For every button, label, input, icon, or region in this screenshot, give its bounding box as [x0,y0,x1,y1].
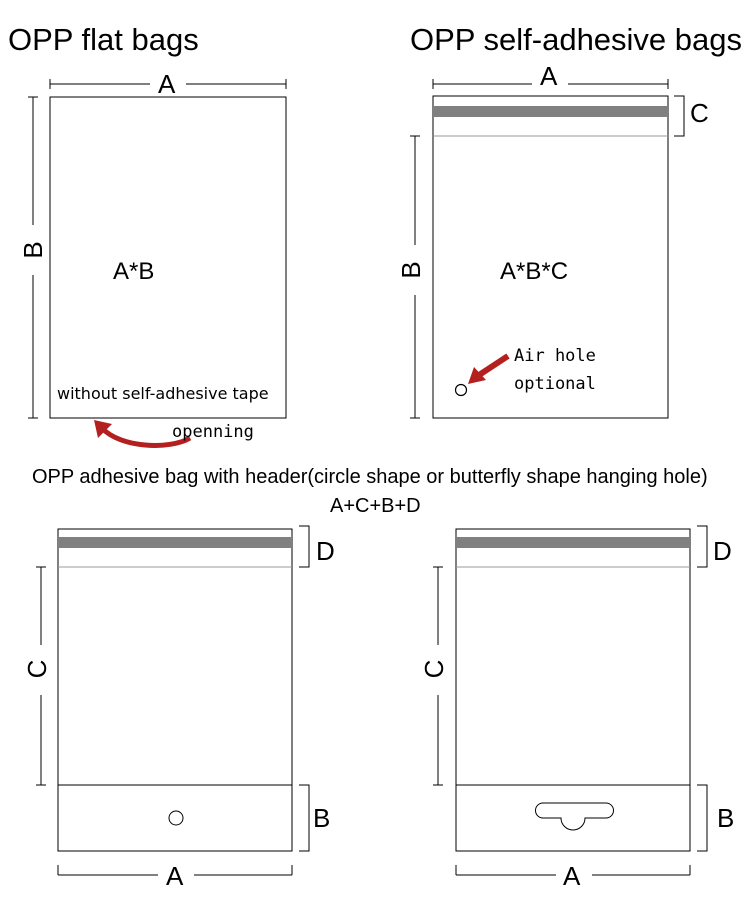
self-adhesive-height-label: B [396,261,426,278]
air-hole-optional-label: optional [514,374,596,394]
header-bag-circle-flap-dimension [299,525,310,568]
header-bag-circle-flap-label: D [316,536,335,566]
header-bag-formula: A+C+B+D [330,495,421,517]
header-bag-circle-strip [58,537,292,548]
title-self-adhesive-bags: OPP self-adhesive bags [410,22,742,57]
self-adhesive-height-dimension [410,135,420,419]
air-hole-icon [454,383,468,397]
opening-label: openning [172,422,254,442]
header-bag-butterfly-flap-dimension [697,525,708,568]
adhesive-strip [433,106,668,117]
opening-arrow [100,426,192,448]
header-bag-butterfly-outline [455,528,691,852]
circle-hanging-hole-icon [168,810,184,826]
header-bag-butterfly-width-label: A [563,861,581,891]
butterfly-hanging-hole-icon [535,802,614,831]
header-bag-butterfly-header-label: B [717,803,734,833]
header-bag-butterfly-header-dimension [697,784,708,852]
self-adhesive-formula: A*B*C [500,258,568,285]
self-adhesive-width-label: A [540,61,558,91]
header-bag-butterfly-height-label: C [419,660,449,679]
header-bag-circle-width-label: A [166,861,184,891]
header-bag-butterfly-strip [456,537,690,548]
self-adhesive-bag-diagram: A C B A*B*C Air hole optional [396,61,709,419]
flat-bag-diagram: A B A*B without self-adhesive tape openn… [18,69,287,448]
header-bag-circle-height-label: C [22,660,52,679]
self-adhesive-width-dimension [432,79,669,89]
self-adhesive-bag-outline [432,95,669,419]
header-bag-butterfly-diagram: D C B A [419,525,734,891]
air-hole-arrow-head [468,367,486,384]
flat-bag-outline [49,96,287,419]
flat-width-label: A [158,69,176,99]
header-bag-circle-header-dimension [299,784,310,852]
flat-height-label: B [18,241,48,258]
header-bag-butterfly-height-dimension [433,566,443,786]
header-bag-circle-header-label: B [313,803,330,833]
title-flat-bags: OPP flat bags [8,22,199,57]
header-bag-circle-outline [57,528,293,852]
flat-width-dimension [49,79,287,89]
header-bag-butterfly-width-dimension [455,865,691,876]
header-bag-circle-diagram: D C B A [22,525,335,891]
header-bag-circle-width-dimension [57,865,293,876]
header-bag-butterfly-flap-label: D [713,536,732,566]
title-header-bag: OPP adhesive bag with header(circle shap… [32,466,708,488]
flat-bag-note: without self-adhesive tape [57,384,269,403]
opening-arrow-head [94,420,112,438]
flap-dimension [674,95,685,137]
flat-height-dimension [28,96,38,419]
air-hole-label: Air hole [514,346,596,366]
header-bag-circle-height-dimension [36,566,46,786]
air-hole-arrow [474,353,510,380]
flap-label: C [690,98,709,128]
flat-bag-formula: A*B [113,258,154,285]
